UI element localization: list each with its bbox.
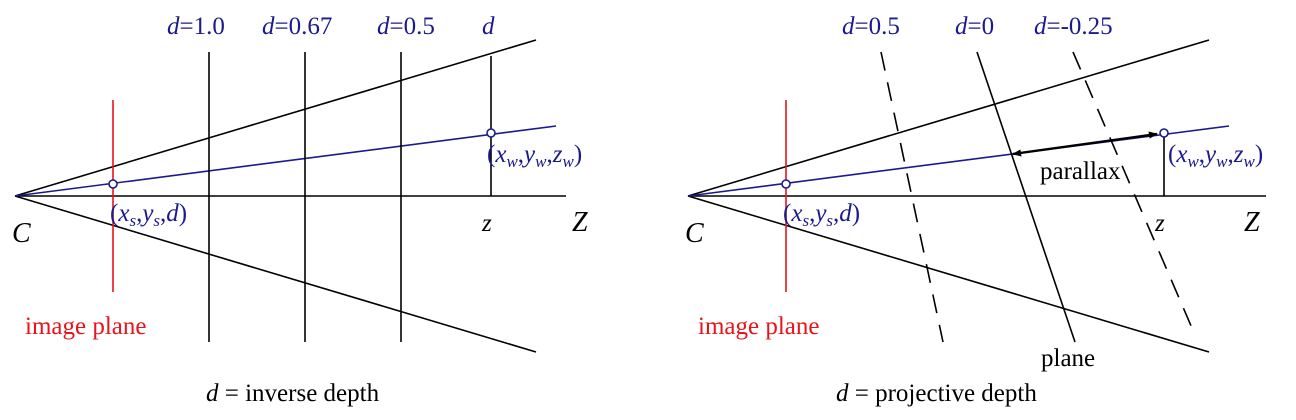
world-point-label: (xw,yw,zw) [1168, 141, 1263, 171]
z-axis-label: Z [572, 207, 588, 238]
z-axis-label: Z [1244, 207, 1260, 238]
viewing-ray [14, 125, 557, 197]
image-plane-label: image plane [25, 313, 146, 340]
frustum-upper-edge [14, 39, 537, 197]
plane-label: plane [1041, 345, 1095, 372]
world-point-marker [486, 128, 496, 138]
world-point-marker [1159, 128, 1169, 138]
depth-label-0: d=0 [955, 13, 994, 40]
depth-label-05: d=0.5 [377, 13, 435, 40]
caption-right: d = projective depth [836, 380, 1037, 407]
depth-label-d: d [482, 13, 495, 40]
z-tick-label: z [481, 210, 492, 237]
left-panel-inverse-depth: d=1.0 d=0.67 d=0.5 d (xs,ys,d) (xw,yw,zw… [12, 13, 588, 407]
plane-d-0.5 [880, 51, 944, 343]
parallax-label: parallax [1040, 158, 1121, 185]
depth-label-1: d=1.0 [167, 13, 225, 40]
z-tick-label: z [1154, 210, 1165, 237]
viewing-ray [687, 125, 1230, 197]
screen-point-label: (xs,ys,d) [110, 200, 187, 230]
screen-point-marker [108, 179, 118, 189]
camera-center-label: C [12, 218, 31, 249]
frustum-lower-edge [14, 195, 537, 353]
plane-d-0 [976, 51, 1076, 343]
frustum-lower-edge [687, 195, 1210, 353]
camera-center-label: C [685, 218, 704, 249]
right-panel-projective-depth: d=0.5 d=0 d=-0.25 (xs,ys,d) (xw,yw,zw) C… [685, 13, 1266, 407]
caption-left: d = inverse depth [206, 380, 380, 407]
screen-point-label: (xs,ys,d) [783, 200, 860, 230]
depth-label-05: d=0.5 [842, 13, 900, 40]
depth-label-neg-025: d=-0.25 [1034, 13, 1113, 40]
depth-label-067: d=0.67 [262, 13, 332, 40]
frustum-upper-edge [687, 39, 1210, 197]
image-plane-label: image plane [698, 313, 819, 340]
screen-point-marker [781, 179, 791, 189]
world-point-label: (xw,yw,zw) [487, 141, 582, 171]
plane-d-neg-0.25 [1072, 51, 1196, 336]
parallax-arrow [1012, 131, 1158, 157]
